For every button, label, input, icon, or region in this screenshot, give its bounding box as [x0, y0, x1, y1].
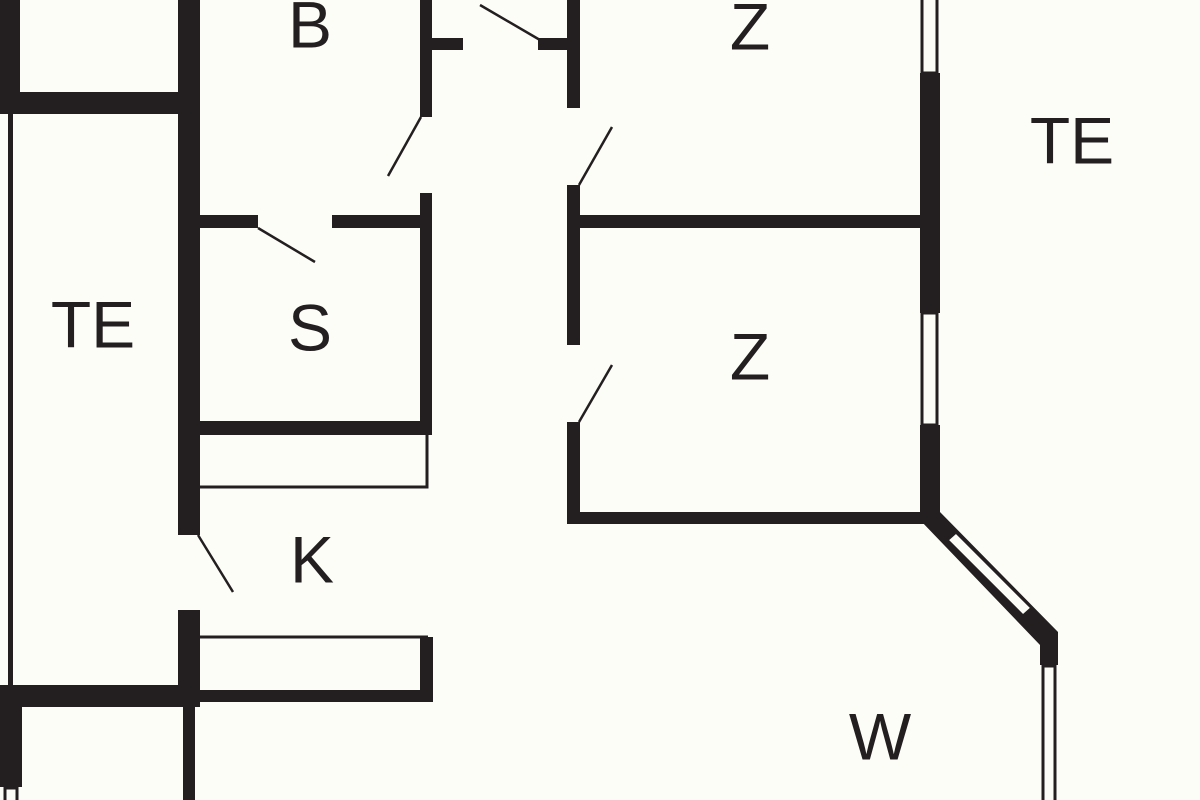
- wall: [432, 38, 463, 50]
- wall: [0, 92, 200, 114]
- wall: [0, 0, 20, 114]
- door[interactable]: [577, 364, 614, 423]
- window: [920, 0, 939, 75]
- room-label-b: B: [288, 0, 332, 61]
- room-label-w: W: [849, 699, 912, 773]
- wall: [920, 425, 940, 524]
- wall-diagonal: [920, 512, 1058, 665]
- door[interactable]: [257, 226, 316, 264]
- room-label-z-top: Z: [730, 0, 770, 63]
- wall: [200, 690, 433, 702]
- window: [3, 786, 19, 800]
- room-labels: B Z TE TE S Z K W: [51, 0, 1114, 773]
- wall: [178, 0, 200, 535]
- wall: [420, 0, 432, 117]
- room-label-z-middle: Z: [730, 319, 770, 393]
- wall: [183, 707, 195, 800]
- wall: [567, 422, 580, 523]
- room-label-s: S: [288, 290, 332, 364]
- wall: [200, 215, 258, 228]
- window: [920, 311, 939, 427]
- wall: [200, 421, 432, 435]
- door[interactable]: [386, 116, 423, 177]
- room-label-te-left: TE: [51, 287, 135, 361]
- wall: [178, 610, 200, 707]
- wall-thin: [8, 114, 13, 686]
- counter: [200, 435, 429, 489]
- door[interactable]: [196, 534, 235, 593]
- wall: [538, 38, 573, 50]
- room-label-te-right: TE: [1030, 103, 1114, 177]
- window: [944, 529, 1035, 619]
- window: [1041, 664, 1057, 800]
- wall: [567, 0, 580, 108]
- walls: [0, 0, 1058, 800]
- wall: [420, 637, 433, 702]
- door[interactable]: [577, 126, 614, 186]
- door[interactable]: [479, 3, 541, 42]
- wall: [0, 707, 22, 787]
- wall: [920, 73, 940, 313]
- wall: [0, 685, 200, 707]
- door-swings: [196, 3, 614, 593]
- room-label-k: K: [290, 522, 334, 596]
- wall: [332, 215, 432, 228]
- wall: [567, 512, 937, 524]
- wall: [567, 185, 580, 345]
- wall: [580, 215, 925, 228]
- wall: [420, 193, 432, 435]
